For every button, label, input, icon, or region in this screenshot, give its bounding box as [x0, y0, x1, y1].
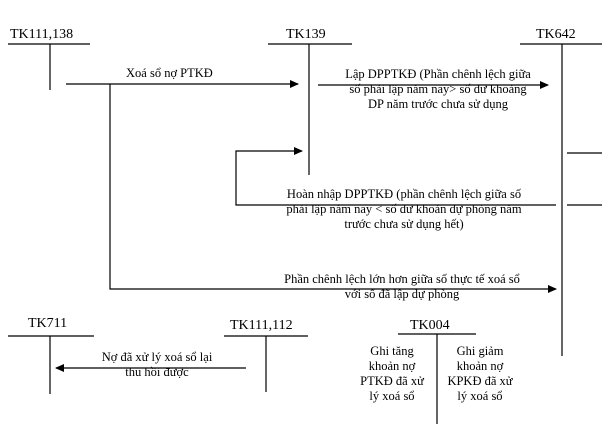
tk004-credit-line: khoản nợ [456, 359, 504, 373]
excess-label-line2: với số đã lập dự phòng [344, 287, 460, 301]
reversal-label-line2: phải lập năm nay < số dư khoản dự phòng … [286, 202, 522, 216]
tk711-title: TK711 [28, 316, 68, 331]
reversal-label-line1: Hoàn nhập DPPTKĐ (phần chênh lệch giữa s… [286, 187, 522, 201]
tk004-credit-line: lý xoá sổ [457, 389, 503, 403]
tk139-title: TK139 [286, 27, 326, 42]
reversal-label-line3: trước chưa sử dụng hết) [344, 217, 464, 231]
tk004-debit-line: khoản nợ [368, 359, 416, 373]
tk004-debit-line: Ghi tăng [370, 344, 414, 358]
tk004-credit-column: Ghi giảm khoản nợ KPKĐ đã xử lý xoá sổ [440, 344, 520, 404]
provision-label-line3: DP năm trước chưa sử dụng [368, 97, 508, 111]
tk004-credit-line: KPKĐ đã xử [447, 374, 513, 388]
excess-arrow [109, 84, 557, 293]
excess-label: Phần chênh lệch lớn hơn giữa số thực tế … [262, 272, 542, 302]
tk111-138-title: TK111,138 [10, 27, 74, 42]
tk004-title: TK004 [410, 318, 450, 333]
reversal-arrow [235, 147, 556, 206]
tk004-debit-line: PTKĐ đã xử [360, 374, 424, 388]
excess-label-line1: Phần chênh lệch lớn hơn giữa số thực tế … [284, 272, 520, 286]
tk004-credit-line: Ghi giảm [456, 344, 504, 358]
tk004-debit-line: lý xoá sổ [369, 389, 415, 403]
tk111-112-title: TK111,112 [230, 318, 293, 333]
recovered-label-line1: Nợ đã xử lý xoá sổ lại [101, 350, 213, 364]
provision-label-line2: số phải lập năm nay> số dư khoảng [349, 82, 527, 96]
provision-label-line1: Lập DPPTKĐ (Phần chênh lệch giữa [345, 67, 531, 81]
recovered-label-line2: thu hồi được [125, 365, 189, 379]
tk642-title: TK642 [536, 27, 576, 42]
reversal-label: Hoàn nhập DPPTKĐ (phần chênh lệch giữa s… [254, 187, 554, 232]
recovered-label: Nợ đã xử lý xoá sổ lại thu hồi được [72, 350, 242, 380]
write-off-label: Xoá sổ nợ PTKĐ [126, 66, 213, 80]
provision-label: Lập DPPTKĐ (Phần chênh lệch giữa số phải… [320, 67, 556, 112]
tk004-debit-column: Ghi tăng khoản nợ PTKĐ đã xử lý xoá sổ [352, 344, 432, 404]
